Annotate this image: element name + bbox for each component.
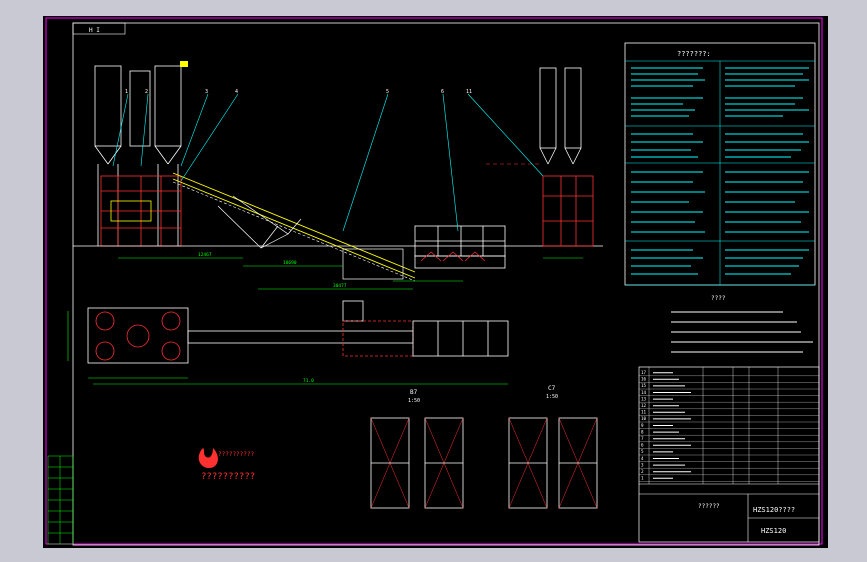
parts-row-number: 2 <box>641 469 644 474</box>
inclined-conveyor <box>172 172 416 282</box>
batcher-detail-red <box>420 251 486 262</box>
drawing-svg: H I <box>45 17 823 546</box>
parts-list-grid <box>648 367 779 484</box>
parts-row-number: 4 <box>641 456 644 461</box>
parts-row-number: 14 <box>641 390 647 395</box>
parts-row-number: 12 <box>641 403 647 408</box>
company-caption: ?????????? <box>201 472 255 482</box>
silo-label-marker <box>180 61 188 67</box>
dim-bottom-2: 18690 <box>283 260 297 266</box>
parts-row-number: 5 <box>641 449 644 454</box>
spec-table-grid <box>625 60 815 286</box>
parts-row-number: 3 <box>641 462 644 467</box>
company-text: ?????????? <box>218 451 255 458</box>
right-tower <box>542 175 594 247</box>
view-c-label: C7 <box>548 385 556 392</box>
title-block-grid <box>639 483 819 542</box>
left-stamp-table <box>47 455 74 545</box>
callout-11: 11 <box>466 89 472 95</box>
notes-lines <box>671 311 813 353</box>
parts-row-number: 8 <box>641 429 644 434</box>
conveyor-pit <box>342 248 404 280</box>
plan-dims <box>67 311 508 385</box>
section-frames <box>370 417 598 509</box>
callout-6: 6 <box>441 89 444 95</box>
elevation-dims <box>118 257 583 290</box>
parts-row-number: 6 <box>641 443 644 448</box>
spec-table-text-lines <box>631 67 809 275</box>
parts-row-number: 10 <box>641 416 647 421</box>
parts-row-number: 9 <box>641 423 644 428</box>
callout-3: 3 <box>205 89 208 95</box>
callout-2: 2 <box>145 89 148 95</box>
view-c-scale: 1:50 <box>546 394 558 400</box>
callout-1: 1 <box>125 89 128 95</box>
parts-row-number: 7 <box>641 436 644 441</box>
parts-list <box>638 366 820 543</box>
spec-title: ???????: <box>677 50 711 58</box>
view-b-label: B7 <box>410 389 418 396</box>
plan-view <box>87 300 509 364</box>
callout-numbers: 1 2 3 4 5 6 11 <box>125 89 472 95</box>
aggregate-batcher <box>414 225 506 269</box>
drawing-canvas[interactable]: H I <box>43 16 828 548</box>
dim-plan: 71.0 <box>303 378 314 384</box>
callout-5: 5 <box>386 89 389 95</box>
parts-row-number: 11 <box>641 410 647 415</box>
outer-frame <box>45 17 823 545</box>
mixer-box <box>110 200 152 222</box>
view-b-scale: 1:50 <box>408 398 420 404</box>
dim-bottom-3: 30477 <box>333 283 347 289</box>
inner-frame <box>72 22 820 546</box>
model-code: HZS120 <box>761 527 786 535</box>
sheet-tag: H I <box>89 27 100 34</box>
model-name: HZS120???? <box>753 506 795 514</box>
parts-row-number: 15 <box>641 383 647 388</box>
sheet-tag-box <box>72 22 126 35</box>
notes-title: ???? <box>711 295 726 302</box>
left-silos <box>94 65 182 246</box>
parts-row-number: 1 <box>641 476 644 481</box>
title-block-caption: ?????? <box>698 503 720 510</box>
right-silos <box>539 67 582 165</box>
callout-leaders <box>112 93 544 232</box>
parts-row-number: 13 <box>641 396 647 401</box>
callout-4: 4 <box>235 89 238 95</box>
mixing-tower <box>100 175 182 247</box>
company-logo <box>198 448 218 468</box>
parts-row-number: 17 <box>641 370 647 375</box>
dim-bottom-1: 12467 <box>198 252 212 258</box>
parts-row-number: 16 <box>641 377 647 382</box>
